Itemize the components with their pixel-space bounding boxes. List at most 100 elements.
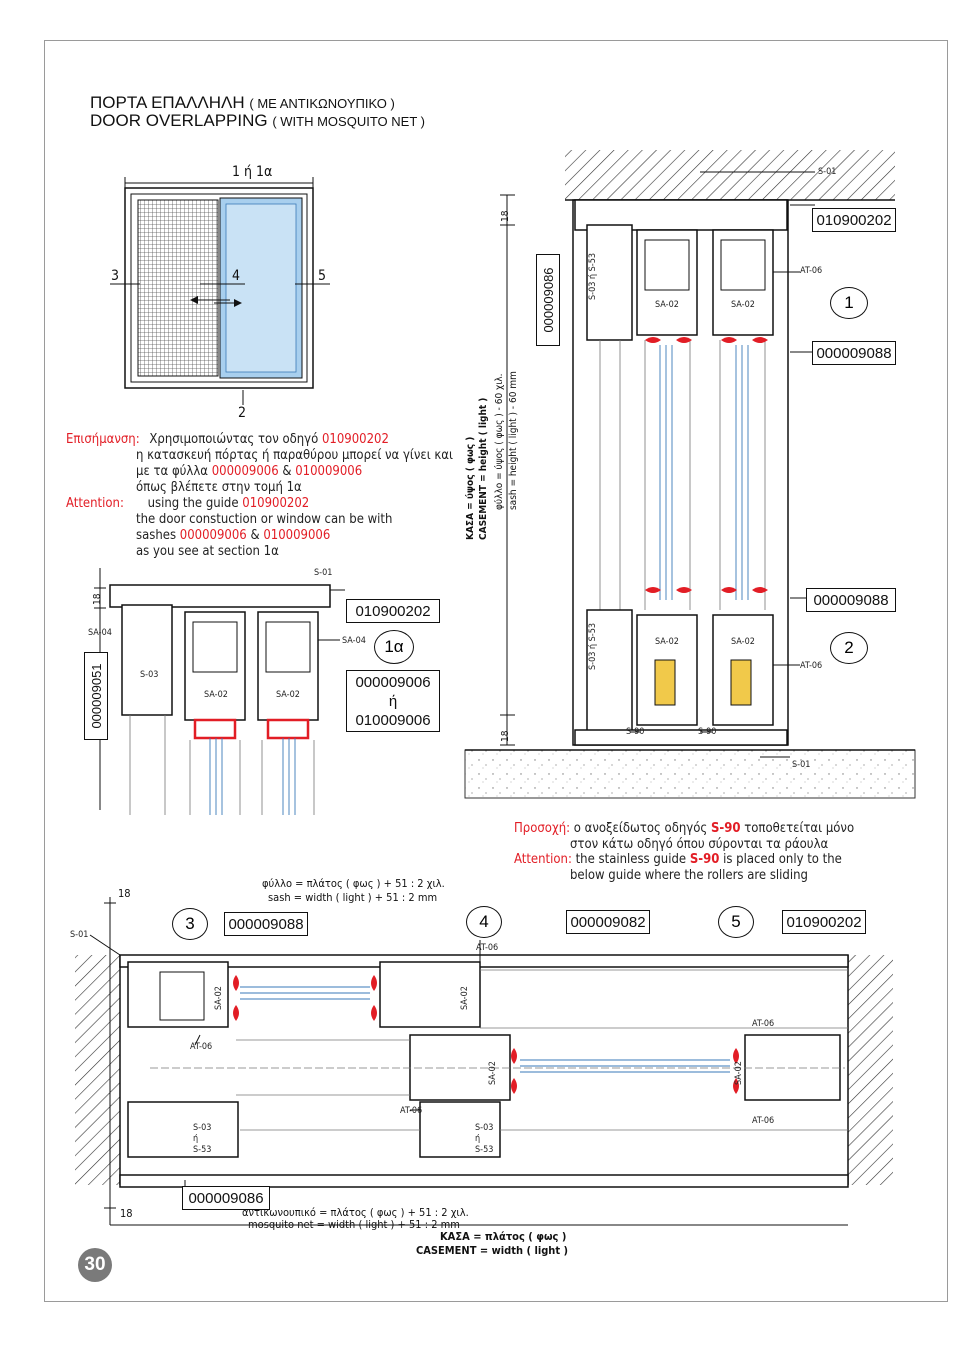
title-greek-main: ΠΟΡΤΑ ΕΠΑΛΛΗΛΗ <box>90 93 245 112</box>
elevation-label-4: 4 <box>232 268 241 284</box>
horizontal-section <box>75 897 893 1226</box>
elevation-label-2: 2 <box>238 405 247 421</box>
s1a-sa02-a: SA-02 <box>204 690 228 700</box>
caution-greek-head: Προσοχή: <box>514 821 571 836</box>
title-english-sub: ( WITH MOSQUITO NET ) <box>272 114 425 129</box>
hs-mosquito-gr: αντικωνουπικό = πλάτος ( φως ) + 51 : 2 … <box>242 1206 469 1219</box>
vs-casement-gr: ΚΑΣΑ = ύψος ( φως ) <box>465 436 476 540</box>
vs-code-000009088-b: 000009088 <box>806 588 896 612</box>
caution-english-line-2: below guide where the rollers are slidin… <box>570 868 808 883</box>
hs-sash-en: sash = width ( light ) + 51 : 2 mm <box>268 891 438 904</box>
note-greek-text-3: με τα φύλλα <box>136 464 212 479</box>
vs-dim-18-top: 18 <box>500 210 511 222</box>
hs-at06-left: AT-06 <box>190 1042 213 1052</box>
hs-dim-18-bottom: 18 <box>120 1207 133 1220</box>
hs-dim-18-top: 18 <box>118 887 131 900</box>
vs-code-000009088: 000009088 <box>812 341 896 365</box>
vs-sash-gr: φύλλο = ύψος ( φως ) - 60 χιλ. <box>494 373 505 510</box>
vs-s01-top: S-01 <box>818 167 837 177</box>
s1a-s03: S-03 <box>140 670 159 680</box>
note-greek-code-1: 010900202 <box>321 432 389 447</box>
s1a-code-010900202: 010900202 <box>346 599 440 623</box>
note-greek-line-1: Επισήμανση: Χρησιμοποιώντας τον οδηγό 01… <box>66 432 389 448</box>
caution-greek-text-1b: τοποθετείται μόνο <box>740 821 855 836</box>
elevation-window <box>110 177 330 405</box>
hs-code-000009082: 000009082 <box>566 910 650 934</box>
note-english-line-2: the door constuction or window can be wi… <box>136 512 393 527</box>
hs-sa02-a: SA-02 <box>214 986 224 1010</box>
vs-circle-2: 2 <box>830 632 868 664</box>
vs-sa02-c: SA-02 <box>655 637 679 647</box>
note-greek-code-3: 010009006 <box>295 464 363 479</box>
note-english-amp: & <box>246 528 264 543</box>
note-greek-line-4: όπως βλέπετε στην τομή 1α <box>136 480 302 495</box>
s1a-code-010009006: 010009006 <box>355 711 431 729</box>
hs-code-000009086: 000009086 <box>182 1186 270 1210</box>
note-greek-amp: & <box>278 464 296 479</box>
s1a-sa04-right: SA-04 <box>342 636 366 646</box>
vs-code-010900202: 010900202 <box>812 208 896 232</box>
hs-sa02-b: SA-02 <box>460 986 470 1010</box>
vs-s90-a: S-90 <box>626 727 645 737</box>
s1a-s01: S-01 <box>314 568 333 578</box>
elevation-label-3: 3 <box>111 268 120 284</box>
hs-s01: S-01 <box>70 930 89 940</box>
vs-sash-en: sash = height ( light ) - 60 mm <box>508 371 519 510</box>
vs-code-000009086: 000009086 <box>536 254 560 346</box>
s1a-sa02-b: SA-02 <box>276 690 300 700</box>
s1a-or: ή <box>388 692 398 710</box>
hs-circle-3: 3 <box>172 908 208 940</box>
caution-english-text-1b: is placed only to the <box>719 852 842 867</box>
page-number-badge: 30 <box>78 1248 112 1282</box>
note-greek-head: Επισήμανση: <box>66 432 140 447</box>
s1a-code-box: 000009006 ή 010009006 <box>346 670 440 732</box>
hs-sash-gr: φύλλο = πλάτος ( φως ) + 51 : 2 χιλ. <box>262 877 445 890</box>
note-greek-line-2: η κατασκευή πόρτας ή παραθύρου μπορεί να… <box>136 448 453 463</box>
hs-at06-right-top: AT-06 <box>752 1019 775 1029</box>
hs-casement-gr: ΚΑΣΑ = πλάτος ( φως ) <box>440 1230 567 1243</box>
note-english-head: Attention: <box>66 496 124 511</box>
hs-mosquito-en: mosquito net = width ( light ) + 51 : 2 … <box>248 1218 460 1231</box>
note-english-line-1: Attention: using the guide 010900202 <box>66 496 309 512</box>
vs-s03-s53-top: S-03 ή S-53 <box>588 252 598 300</box>
hs-circle-5: 5 <box>718 906 754 938</box>
vs-at06: AT-06 <box>800 266 823 276</box>
vs-circle-1: 1 <box>830 287 868 319</box>
s1a-code-000009051: 000009051 <box>84 652 108 740</box>
caution-english-line-1: Attention: the stainless guide S-90 is p… <box>514 852 842 868</box>
title-greek-sub: ( ΜΕ ΑΝΤΙΚΩΝΟΥΠΙΚΟ ) <box>249 96 395 111</box>
caution-greek-text-1a: ο ανοξείδωτος οδηγός <box>570 821 711 836</box>
hs-sa02-d: SA-02 <box>734 1061 744 1085</box>
note-english-line-4: as you see at section 1α <box>136 544 279 559</box>
caution-english-text-1a: the stainless guide <box>571 852 690 867</box>
hs-code-000009088: 000009088 <box>224 912 308 936</box>
note-english-code-2: 000009006 <box>179 528 247 543</box>
hs-s03-s53-a: S-03 ή S-53 <box>193 1123 212 1155</box>
vs-casement-en: CASEMENT = height ( light ) <box>478 397 489 540</box>
caution-greek-line-2: στον κάτω οδηγό όπου σύρονται τα ράουλα <box>570 837 829 852</box>
section-1a <box>94 568 345 815</box>
hs-code-010900202: 010900202 <box>782 910 866 934</box>
title-english-main: DOOR OVERLAPPING <box>90 111 268 130</box>
elevation-top-label: 1 ή 1α <box>232 164 273 180</box>
hs-s03-s53-b: S-03 ή S-53 <box>475 1123 494 1155</box>
caution-english-code: S-90 <box>689 852 720 867</box>
note-greek-text-1: Χρησιμοποιώντας τον οδηγό <box>149 432 322 447</box>
s1a-sa04-left: SA-04 <box>88 628 112 638</box>
elevation-label-5: 5 <box>318 268 327 284</box>
vs-s90-b: S-90 <box>698 727 717 737</box>
note-english-line-3: sashes 000009006 & 010009006 <box>136 528 330 544</box>
note-english-code-3: 010009006 <box>263 528 331 543</box>
hs-at06-right-bottom: AT-06 <box>752 1116 775 1126</box>
caution-greek-line-1: Προσοχή: ο ανοξείδωτος οδηγός S-90 τοποθ… <box>514 821 854 837</box>
s1a-dim-18: 18 <box>92 593 103 605</box>
title-greek: ΠΟΡΤΑ ΕΠΑΛΛΗΛΗ ( ΜΕ ΑΝΤΙΚΩΝΟΥΠΙΚΟ ) <box>90 92 395 115</box>
vs-at06-b: AT-06 <box>800 661 823 671</box>
hs-circle-4: 4 <box>466 906 502 938</box>
note-english-text-1: using the guide <box>147 496 243 511</box>
vs-sa02-a: SA-02 <box>655 300 679 310</box>
note-greek-code-2: 000009006 <box>211 464 279 479</box>
vs-s01-bottom: S-01 <box>792 760 811 770</box>
